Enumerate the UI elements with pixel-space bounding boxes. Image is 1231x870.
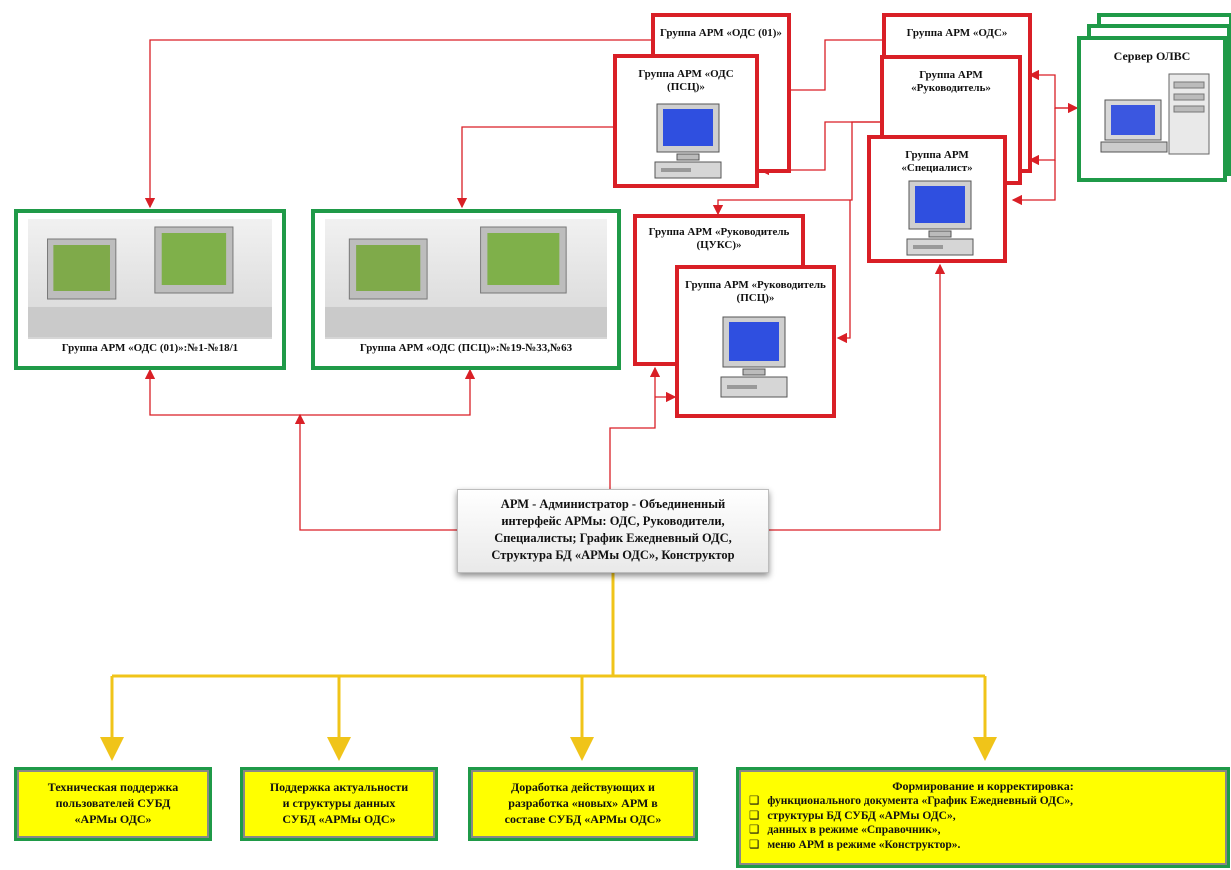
forming-item: функционального документа «График Ежедне… <box>749 794 1217 809</box>
group-ruk-tsuks-label: Группа АРМ «Руководитель (ЦУКС)» <box>648 226 790 251</box>
workstations-ods01-caption: Группа АРМ «ОДС (01)»:№1-№18/1 <box>61 342 239 354</box>
task-box-support: Техническая поддержка пользователей СУБД… <box>17 770 209 838</box>
admin-line: Структура БД «АРМы ОДС», Конструктор <box>491 548 735 562</box>
task-box-data: Поддержка актуальности и структуры данны… <box>243 770 435 838</box>
group-specialist-label: Группа АРМ «Специалист» <box>901 149 973 174</box>
task-line: пользователей СУБД <box>55 796 171 810</box>
admin-box: АРМ - Администратор - Объединенный интер… <box>457 489 769 573</box>
group-ruk-psc-label: Группа АРМ «Руководитель (ПСЦ)» <box>685 279 826 304</box>
group-ruk-psc: Группа АРМ «Руководитель (ПСЦ)» <box>675 265 836 418</box>
task-line: составе СУБД «АРМы ОДС» <box>504 812 662 826</box>
task-line: «АРМы ОДС» <box>74 812 152 826</box>
task-line: Техническая поддержка <box>47 780 179 794</box>
server-olvs: Сервер ОЛВС <box>1077 36 1227 182</box>
workstations-ods-psc-caption: Группа АРМ «ОДС (ПСЦ)»:№19-№33,№63 <box>359 342 573 354</box>
task-line: и структуры данных <box>282 796 396 810</box>
task-line: СУБД «АРМы ОДС» <box>282 812 396 826</box>
task-line: Поддержка актуальности <box>269 780 409 794</box>
task-box-forming: Формирование и корректировка: функционал… <box>739 770 1227 865</box>
computer-icon <box>906 180 974 256</box>
admin-line: интерфейс АРМы: ОДС, Руководители, <box>501 514 725 528</box>
admin-line: Специалисты; График Ежедневный ОДС, <box>494 531 732 545</box>
task-line: разработка «новых» АРМ в <box>508 796 658 810</box>
group-ods01-label: Группа АРМ «ОДС (01)» <box>660 27 782 39</box>
workstations-photo <box>28 219 272 339</box>
forming-title: Формирование и корректировка: <box>892 779 1074 793</box>
workstations-ods01: Группа АРМ «ОДС (01)»:№1-№18/1 <box>14 209 286 370</box>
forming-list: функционального документа «График Ежедне… <box>749 794 1217 852</box>
computer-icon <box>654 103 722 179</box>
workstations-photo <box>325 219 607 339</box>
group-specialist: Группа АРМ «Специалист» <box>867 135 1007 263</box>
group-ods-psc: Группа АРМ «ОДС (ПСЦ)» <box>613 54 759 188</box>
task-box-development: Доработка действующих и разработка «новы… <box>471 770 695 838</box>
workstations-ods-psc: Группа АРМ «ОДС (ПСЦ)»:№19-№33,№63 <box>311 209 621 370</box>
server-icon <box>1100 73 1210 155</box>
group-ods-label: Группа АРМ «ОДС» <box>906 27 1008 39</box>
forming-item: данных в режиме «Справочник», <box>749 823 1217 838</box>
computer-icon <box>720 316 788 398</box>
server-label: Сервер ОЛВС <box>1113 49 1191 63</box>
forming-item: структуры БД СУБД «АРМы ОДС», <box>749 809 1217 824</box>
forming-item: меню АРМ в режиме «Конструктор». <box>749 838 1217 853</box>
admin-line: АРМ - Администратор - Объединенный <box>500 497 726 511</box>
group-ods-psc-label: Группа АРМ «ОДС (ПСЦ)» <box>638 68 734 93</box>
group-rukovoditel-label: Группа АРМ «Руководитель» <box>911 69 991 94</box>
task-line: Доработка действующих и <box>511 780 655 794</box>
